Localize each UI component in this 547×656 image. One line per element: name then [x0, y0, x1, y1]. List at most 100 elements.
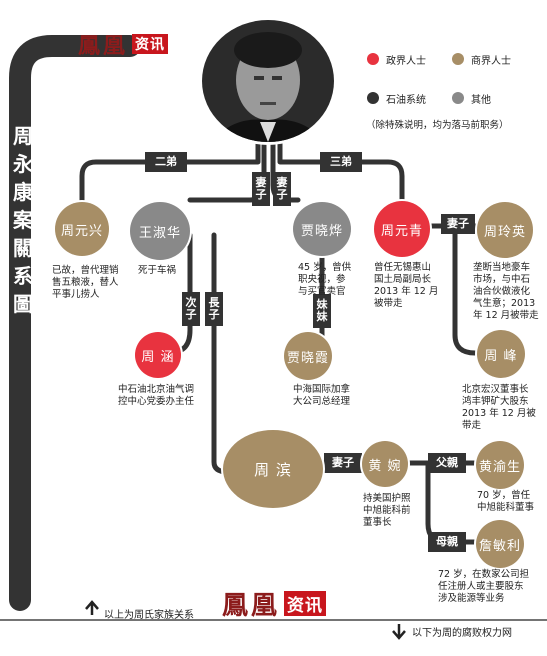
- desc-line: 北京宏汉董事长: [462, 384, 529, 395]
- desc-line: 市场，与中石: [473, 274, 531, 285]
- node-zhou-feng[interactable]: 周 峰: [477, 330, 525, 378]
- portrait-photo: [202, 20, 334, 142]
- desc-line: 与买官卖官: [298, 286, 346, 297]
- desc-zhou-yuanqing: 曾任无锡惠山 国土局副局长 2013 年 12 月 被带走: [374, 262, 438, 310]
- arrow-up-icon: [83, 601, 101, 617]
- relation-char: 妹: [316, 310, 328, 323]
- title-char: 康: [13, 180, 33, 204]
- brand-logo-top: 鳳凰 资讯: [78, 28, 169, 60]
- desc-line: 职央视，参: [298, 274, 346, 285]
- desc-wang-shuhua: 死于车祸: [138, 265, 176, 277]
- person-name: 周元兴: [60, 223, 103, 239]
- desc-line: 董事长: [363, 517, 392, 528]
- title-char: 系: [13, 264, 33, 288]
- relation-wife-2: 妻子: [273, 172, 291, 206]
- desc-zhan-minli: 72 岁，在数家公司担 任注册人或主要股东 涉及能源等业务: [438, 569, 529, 605]
- relation-younger-sister: 妹妹: [313, 294, 331, 328]
- node-huang-yusheng[interactable]: 黄渝生: [476, 441, 524, 489]
- node-wang-shuhua[interactable]: 王淑华: [130, 202, 190, 260]
- node-jia-xiaoxia[interactable]: 贾晓霞: [284, 332, 332, 380]
- desc-jia-xiaoxia: 中海国际加拿 大公司总经理: [293, 384, 350, 408]
- arrow-down-icon: [390, 624, 408, 640]
- desc-line: 曾任无锡惠山: [374, 262, 432, 273]
- person-name: 詹敏利: [478, 538, 521, 554]
- desc-zhou-han: 中石油北京油气调 控中心党委办主任: [118, 384, 194, 408]
- relation-char: 子: [208, 308, 220, 321]
- desc-line: 涉及能源等业务: [438, 593, 505, 604]
- relation-wife-4: 妻子: [324, 453, 362, 473]
- person-name: 贾晓霞: [286, 350, 329, 366]
- relation-char: 子: [276, 188, 288, 201]
- relation-char: 妻: [255, 176, 267, 190]
- person-name: 黄 婉: [368, 458, 402, 474]
- person-name: 贾晓烨: [300, 223, 343, 239]
- desc-line: 已故，曾代理销: [52, 265, 119, 276]
- desc-line: 控中心党委办主任: [118, 396, 195, 407]
- desc-line: 中旭能科前: [363, 505, 411, 516]
- title-char: 圖: [13, 292, 33, 316]
- desc-huang-wan: 持美国护照 中旭能科前 董事长: [363, 493, 411, 529]
- desc-line: 大公司总经理: [293, 396, 351, 407]
- title-char: 關: [13, 236, 33, 260]
- desc-line: 任注册人或主要股东: [438, 581, 524, 592]
- desc-line: 持美国护照: [363, 493, 411, 504]
- node-huang-wan[interactable]: 黄 婉: [362, 441, 408, 487]
- relation-eldest-son: 長子: [205, 292, 223, 326]
- node-zhou-yuanqing[interactable]: 周元青: [374, 201, 430, 257]
- relation-char: 子: [185, 308, 197, 321]
- desc-line: 中旭能科董事: [477, 502, 535, 513]
- node-zhou-bin[interactable]: 周 滨: [223, 430, 323, 508]
- desc-line: 45 岁，曾供: [298, 262, 352, 273]
- person-name: 周元青: [380, 223, 423, 239]
- desc-zhou-yuanxing: 已故，曾代理销 售五粮液，替人 平事儿捞人: [52, 265, 119, 301]
- desc-line: 售五粮液，替人: [52, 277, 119, 288]
- legend-business-icon: [452, 53, 464, 65]
- desc-line: 带走: [462, 420, 482, 431]
- node-zhou-yuanxing[interactable]: 周元兴: [55, 202, 109, 256]
- diagram-title: 周 永 康 案 關 系 圖: [6, 120, 40, 316]
- title-char: 永: [13, 152, 33, 176]
- desc-line: 平事儿捞人: [52, 289, 100, 300]
- node-zhou-han[interactable]: 周 涵: [135, 332, 181, 378]
- person-name: 王淑华: [138, 225, 181, 241]
- brand-logo-bottom: 鳳凰 资讯: [222, 585, 327, 622]
- legend-oil-label: 石油系统: [386, 95, 426, 106]
- desc-zhou-feng: 北京宏汉董事长 鸿丰钾矿大股东 2013 年 12 月被 带走: [462, 384, 536, 432]
- desc-jia-xiaoye: 45 岁，曾供 职央视，参 与买官卖官: [298, 262, 351, 298]
- desc-line: 鸿丰钾矿大股东: [462, 396, 529, 407]
- title-char: 案: [13, 208, 33, 232]
- desc-line: 中海国际加拿: [293, 384, 351, 395]
- node-zhou-lingying[interactable]: 周玲英: [477, 202, 533, 258]
- person-name: 周 峰: [484, 348, 518, 364]
- desc-line: 垄断当地豪车: [473, 262, 531, 273]
- relation-char: 子: [255, 188, 267, 201]
- relation-third-brother: 三弟: [320, 152, 362, 172]
- title-char: 周: [13, 124, 33, 148]
- relation-char: 妹: [316, 298, 328, 312]
- desc-line: 油合伙做液化: [473, 286, 531, 297]
- legend-politics-label: 政界人士: [386, 56, 426, 67]
- desc-line: 气生意；2013: [473, 298, 536, 309]
- desc-zhou-lingying: 垄断当地豪车 市场，与中石 油合伙做液化 气生意；2013 年 12 月被带走: [473, 262, 539, 322]
- footer-down-label: 以下为周的腐败权力网: [412, 628, 512, 639]
- relation-char: 次: [185, 296, 197, 310]
- desc-line: 中石油北京油气调: [118, 384, 195, 395]
- legend-business-label: 商界人士: [471, 56, 511, 67]
- legend-note: （除特殊说明，均为落马前职务）: [366, 120, 509, 131]
- portrait-silhouette-icon: [212, 32, 324, 142]
- node-jia-xiaoye[interactable]: 贾晓烨: [293, 202, 351, 256]
- desc-line: 被带走: [374, 298, 403, 309]
- brand-name: 鳳凰: [222, 591, 281, 621]
- relation-second-brother: 二弟: [145, 152, 187, 172]
- brand-tag: 资讯: [284, 591, 327, 616]
- desc-line: 72 岁，在数家公司担: [438, 569, 530, 580]
- desc-line: 2013 年 12 月被: [462, 408, 536, 419]
- node-zhan-minli[interactable]: 詹敏利: [476, 520, 524, 568]
- brand-name: 鳳凰: [78, 33, 129, 59]
- legend-oil-icon: [367, 92, 379, 104]
- relation-char: 長: [208, 296, 220, 310]
- person-name: 周玲英: [483, 224, 526, 240]
- relation-wife-1: 妻子: [252, 172, 270, 206]
- relation-father: 父親: [428, 453, 466, 473]
